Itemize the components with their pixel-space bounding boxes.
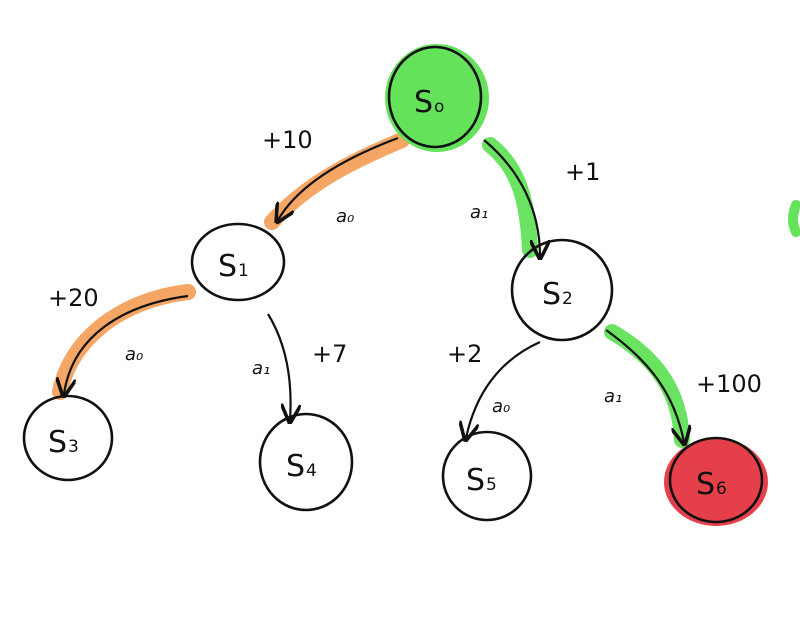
node-s0-label: So (414, 85, 444, 120)
action-s2-s5: a₀ (492, 396, 510, 417)
node-s0: So (385, 44, 489, 152)
edge-s0-s2 (483, 139, 540, 256)
edge-s2-s6 (605, 329, 684, 442)
node-s6-label: S6 (696, 467, 727, 502)
node-s1-label: S1 (218, 249, 249, 284)
reward-labels: +10 +1 +20 +7 +2 +100 (48, 126, 762, 398)
node-s3-circle (22, 394, 114, 482)
highlight-edge-s2-s6 (604, 324, 690, 448)
node-s1: S1 (190, 222, 286, 302)
node-s3-label: S3 (48, 425, 79, 460)
node-s0-circle (387, 45, 483, 149)
stray-green-mark (788, 200, 800, 237)
reward-s0-s2: +1 (565, 158, 600, 186)
action-s0-s1: a₀ (336, 206, 354, 227)
reward-s1-s4: +7 (312, 340, 347, 368)
reward-s2-s6: +100 (696, 370, 762, 398)
edge-s1-s4 (267, 313, 291, 420)
node-s2: S2 (510, 238, 614, 342)
node-s0-highlight (385, 44, 489, 152)
node-s2-circle (510, 238, 614, 342)
edge-s0-s1 (278, 136, 399, 220)
node-s1-circle (190, 222, 286, 302)
node-s6-highlight (664, 438, 768, 526)
action-labels: a₀ a₁ a₀ a₁ a₀ a₁ (125, 202, 622, 417)
action-s1-s3: a₀ (125, 344, 143, 365)
node-s5-circle (441, 430, 533, 522)
edge-s1-s3 (64, 294, 189, 394)
action-s2-s6: a₁ (604, 386, 622, 407)
reward-s1-s3: +20 (48, 284, 99, 312)
reward-s0-s1: +10 (262, 126, 313, 154)
reward-s2-s5: +2 (447, 340, 482, 368)
node-s4-circle (258, 412, 354, 512)
edges (64, 136, 684, 442)
node-s6-circle (668, 436, 764, 524)
node-s6: S6 (664, 436, 768, 526)
action-s0-s2: a₁ (470, 202, 488, 223)
node-s3: S3 (22, 394, 114, 482)
highlight-edge-s1-s3 (52, 284, 196, 400)
node-s5-label: S5 (466, 463, 497, 498)
node-s4: S4 (258, 412, 354, 512)
node-s5: S5 (441, 430, 533, 522)
highlight-edge-s0-s2 (482, 137, 538, 258)
edge-s2-s5 (466, 340, 541, 438)
node-s4-label: S4 (286, 449, 317, 484)
action-s1-s4: a₁ (252, 358, 270, 379)
nodes: So S1 S2 S3 S4 S5 S6 (22, 44, 768, 526)
node-s2-label: S2 (542, 277, 573, 312)
